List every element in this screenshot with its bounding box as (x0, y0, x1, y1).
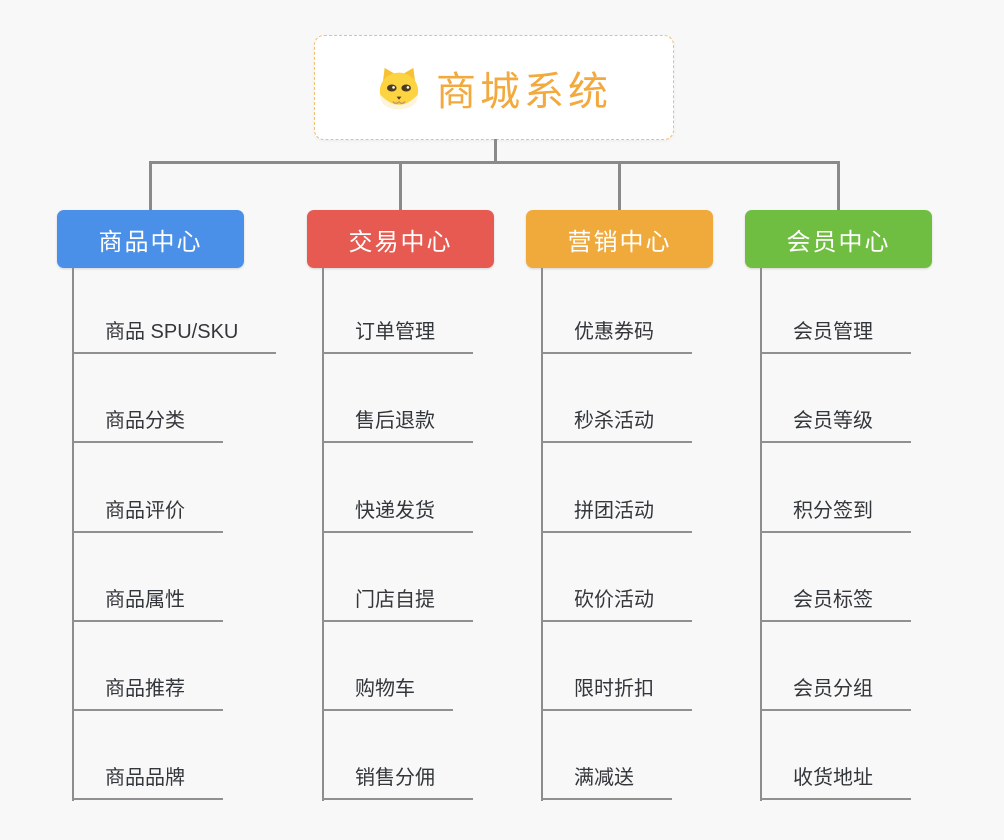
connector-drop (149, 161, 152, 211)
leaf-node[interactable]: 商品 SPU/SKU (72, 318, 277, 354)
connector-drop (618, 161, 621, 211)
leaf-node[interactable]: 会员分组 (760, 675, 911, 711)
root-node[interactable]: 商城系统 (314, 35, 674, 140)
leaf-node[interactable]: 快递发货 (322, 497, 473, 533)
leaf-node[interactable]: 会员管理 (760, 318, 911, 354)
connector-column-line (541, 268, 543, 801)
connector-column-line (322, 268, 324, 801)
leaf-node[interactable]: 订单管理 (322, 318, 473, 354)
leaf-node[interactable]: 商品品牌 (72, 764, 223, 800)
connector-drop (837, 161, 840, 211)
dog-icon (379, 67, 419, 109)
branch-trade-center[interactable]: 交易中心 (307, 210, 494, 268)
leaf-node[interactable]: 积分签到 (760, 497, 911, 533)
leaf-node[interactable]: 满减送 (541, 764, 672, 800)
leaf-node[interactable]: 商品分类 (72, 407, 223, 443)
leaf-node[interactable]: 会员等级 (760, 407, 911, 443)
leaf-node[interactable]: 秒杀活动 (541, 407, 692, 443)
leaf-node[interactable]: 商品属性 (72, 586, 223, 622)
leaf-node[interactable]: 砍价活动 (541, 586, 692, 622)
leaf-node[interactable]: 售后退款 (322, 407, 473, 443)
leaf-node[interactable]: 购物车 (322, 675, 453, 711)
connector-column-line (72, 268, 74, 801)
connector-horizontal (149, 161, 840, 164)
leaf-node[interactable]: 拼团活动 (541, 497, 692, 533)
leaf-node[interactable]: 门店自提 (322, 586, 473, 622)
root-title: 商城系统 (436, 69, 612, 114)
leaf-node[interactable]: 商品推荐 (72, 675, 223, 711)
branch-member-center[interactable]: 会员中心 (745, 210, 932, 268)
branch-product-center[interactable]: 商品中心 (57, 210, 244, 268)
connector-drop (399, 161, 402, 211)
leaf-node[interactable]: 销售分佣 (322, 764, 473, 800)
connector-root-stub (494, 139, 497, 163)
branch-marketing-center[interactable]: 营销中心 (526, 210, 713, 268)
leaf-node[interactable]: 会员标签 (760, 586, 911, 622)
connector-column-line (760, 268, 762, 801)
leaf-node[interactable]: 收货地址 (760, 764, 911, 800)
leaf-node[interactable]: 限时折扣 (541, 675, 692, 711)
leaf-node[interactable]: 优惠券码 (541, 318, 692, 354)
leaf-node[interactable]: 商品评价 (72, 497, 223, 533)
